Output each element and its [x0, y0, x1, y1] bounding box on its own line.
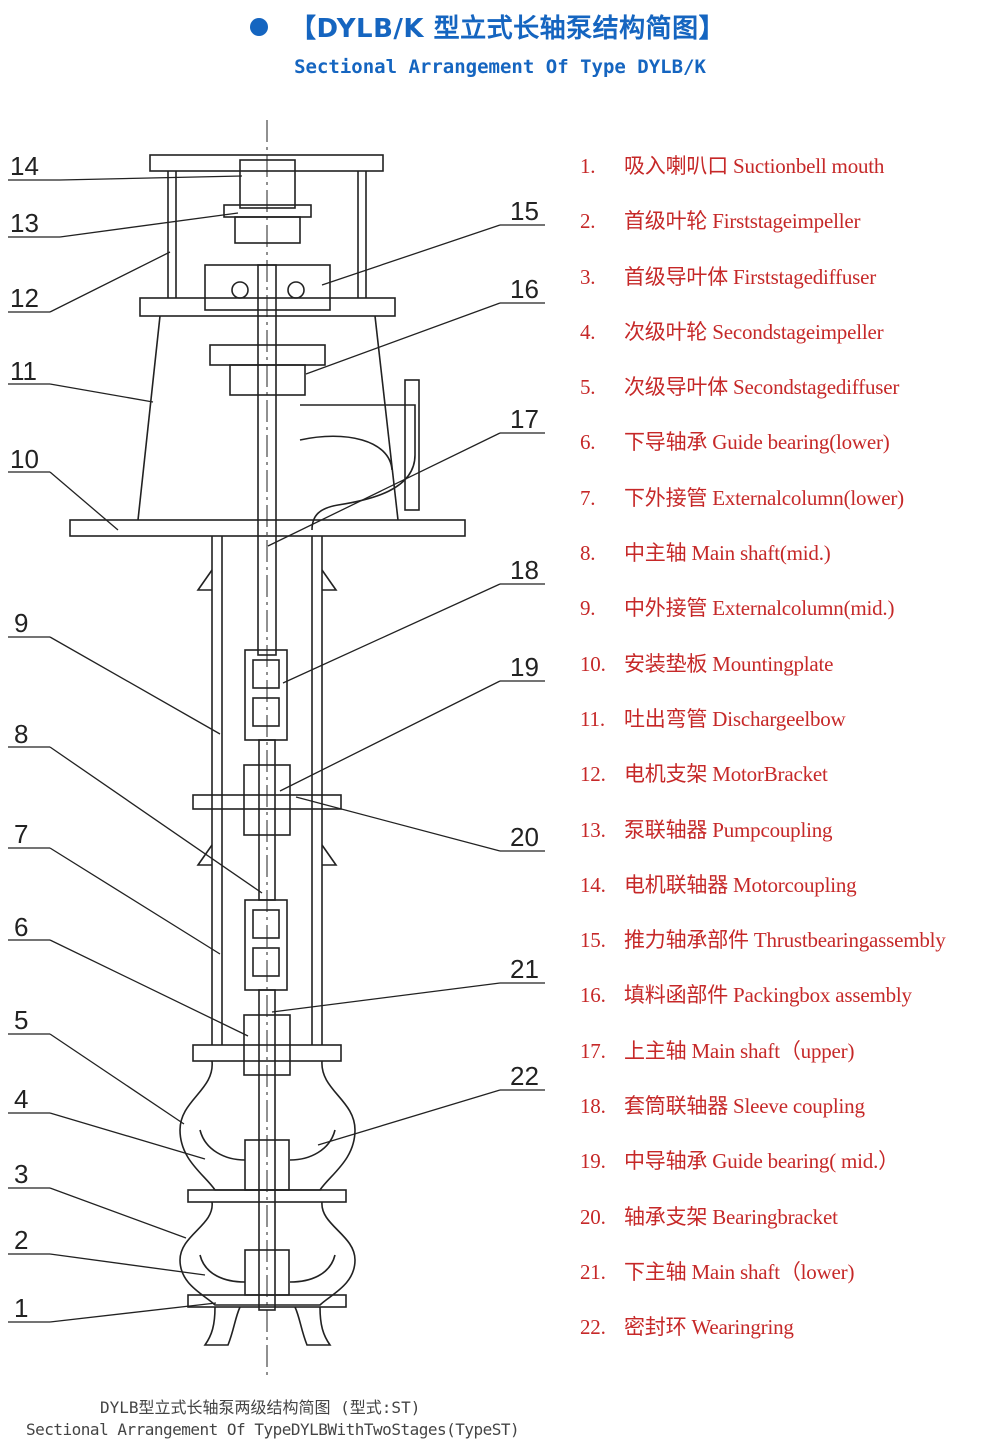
callout-5: 5: [14, 1005, 28, 1035]
legend-item: 7. 下外接管 Externalcolumn(lower): [580, 480, 995, 535]
legend-item: 10. 安装垫板 Mountingplate: [580, 646, 995, 701]
callout-13: 13: [10, 208, 39, 238]
legend-item: 16. 填料函部件 Packingbox assembly: [580, 977, 995, 1032]
title-row: 【DYLB/K 型立式长轴泵结构简图】: [0, 6, 1000, 44]
legend-item-label: 轴承支架 Bearingbracket: [624, 1204, 838, 1229]
drawing-caption-cn: DYLB型立式长轴泵两级结构简图 (型式:ST): [100, 1398, 421, 1417]
legend-item-number: 3.: [580, 264, 596, 289]
legend-item-label: 首级叶轮 Firststageimpeller: [624, 209, 861, 234]
legend-item-label: 上主轴 Main shaft（upper): [624, 1038, 855, 1063]
legend-item: 22. 密封环 Wearingring: [580, 1309, 995, 1364]
legend-item-label: 泵联轴器 Pumpcoupling: [624, 817, 833, 842]
legend-item-number: 20.: [580, 1204, 606, 1229]
bullet-icon: [250, 18, 268, 36]
callout-15: 15: [510, 196, 539, 226]
legend-item-label: 电机联轴器 Motorcoupling: [624, 872, 857, 897]
callout-labels-left: 14 13 12 11 10 9 8 7 6 5 4 3 2 1: [10, 151, 39, 1323]
legend-item: 2. 首级叶轮 Firststageimpeller: [580, 203, 995, 258]
legend-item-label: 中外接管 Externalcolumn(mid.): [624, 596, 895, 621]
legend-item: 21. 下主轴 Main shaft（lower): [580, 1254, 995, 1309]
callout-4: 4: [14, 1084, 28, 1114]
legend-item-number: 11.: [580, 706, 605, 731]
legend-item-label: 中导轴承 Guide bearing( mid.）: [624, 1149, 899, 1174]
legend-item-number: 19.: [580, 1149, 606, 1174]
legend-item-number: 12.: [580, 762, 606, 787]
callout-10: 10: [10, 444, 39, 474]
callout-11: 11: [10, 356, 37, 386]
legend-item: 18. 套筒联轴器 Sleeve coupling: [580, 1088, 995, 1143]
callout-2: 2: [14, 1225, 28, 1255]
legend-item: 8. 中主轴 Main shaft(mid.): [580, 535, 995, 590]
legend-item-number: 5.: [580, 375, 596, 400]
legend-item: 3. 首级导叶体 Firststagediffuser: [580, 259, 995, 314]
legend-item-number: 6.: [580, 430, 596, 455]
legend-item: 11. 吐出弯管 Dischargeelbow: [580, 701, 995, 756]
callout-3: 3: [14, 1159, 28, 1189]
callout-12: 12: [10, 283, 39, 313]
legend-item-number: 9.: [580, 596, 596, 621]
legend-item-label: 次级导叶体 Secondstagediffuser: [624, 375, 900, 400]
legend-item-label: 下主轴 Main shaft（lower): [624, 1259, 855, 1284]
page-subtitle: Sectional Arrangement Of Type DYLB/K: [294, 56, 706, 78]
legend-item: 12. 电机支架 MotorBracket: [580, 756, 995, 811]
legend-item: 6. 下导轴承 Guide bearing(lower): [580, 424, 995, 479]
legend-item: 4. 次级叶轮 Secondstageimpeller: [580, 314, 995, 369]
drawing-caption-en: Sectional Arrangement Of TypeDYLBWithTwo…: [26, 1420, 520, 1439]
legend-item-label: 安装垫板 Mountingplate: [624, 651, 834, 676]
legend-item-label: 套筒联轴器 Sleeve coupling: [624, 1094, 865, 1119]
legend-item-label: 填料函部件 Packingbox assembly: [624, 983, 912, 1008]
legend-item-label: 下导轴承 Guide bearing(lower): [624, 430, 890, 455]
pump-sectional-drawing: 14 13 12 11 10 9 8 7 6 5 4 3 2 1 15 16 1…: [8, 120, 545, 1380]
legend-item: 17. 上主轴 Main shaft（upper): [580, 1033, 995, 1088]
legend-item-number: 13.: [580, 817, 606, 842]
callout-9: 9: [14, 608, 28, 638]
legend-item-label: 中主轴 Main shaft(mid.): [624, 541, 831, 566]
legend-item: 14. 电机联轴器 Motorcoupling: [580, 867, 995, 922]
legend-item-number: 18.: [580, 1094, 606, 1119]
parts-legend: 1. 吸入喇叭口 Suctionbell mouth 2. 首级叶轮 Firstst…: [580, 148, 995, 1365]
legend-item-number: 2.: [580, 209, 596, 234]
callout-16: 16: [510, 274, 539, 304]
legend-item: 5. 次级导叶体 Secondstagediffuser: [580, 369, 995, 424]
legend-item-number: 22.: [580, 1315, 606, 1340]
legend-item-number: 21.: [580, 1259, 606, 1284]
page-title: 【DYLB/K 型立式长轴泵结构简图】: [290, 14, 726, 44]
legend-item-number: 8.: [580, 541, 596, 566]
legend-item: 19. 中导轴承 Guide bearing( mid.）: [580, 1143, 995, 1198]
legend-item-label: 下外接管 Externalcolumn(lower): [624, 485, 904, 510]
legend-item-number: 7.: [580, 485, 596, 510]
legend-item-number: 14.: [580, 872, 606, 897]
legend-item-number: 15.: [580, 928, 606, 953]
callout-22: 22: [510, 1061, 539, 1091]
callout-7: 7: [14, 819, 28, 849]
legend-item: 15. 推力轴承部件 Thrustbearingassembly: [580, 922, 995, 977]
legend-item: 9. 中外接管 Externalcolumn(mid.): [580, 590, 995, 645]
callout-18: 18: [510, 555, 539, 585]
legend-item-label: 推力轴承部件 Thrustbearingassembly: [624, 928, 946, 953]
legend-item-number: 10.: [580, 651, 606, 676]
callout-19: 19: [510, 652, 539, 682]
callout-20: 20: [510, 822, 539, 852]
callout-8: 8: [14, 719, 28, 749]
legend-item-label: 密封环 Wearingring: [624, 1315, 794, 1340]
callout-6: 6: [14, 912, 28, 942]
legend-item: 13. 泵联轴器 Pumpcoupling: [580, 812, 995, 867]
legend-item-number: 1.: [580, 154, 596, 178]
legend-item-label: 首级导叶体 Firststagediffuser: [624, 264, 877, 289]
callout-14: 14: [10, 151, 39, 181]
legend-item-label: 吐出弯管 Dischargeelbow: [624, 706, 846, 731]
callout-17: 17: [510, 404, 539, 434]
callout-1: 1: [14, 1293, 28, 1323]
legend-item-label: 吸入喇叭口 Suctionbell mouth: [624, 154, 885, 178]
legend-item-number: 4.: [580, 319, 596, 344]
legend-item-label: 次级叶轮 Secondstageimpeller: [624, 319, 884, 344]
callout-21: 21: [510, 954, 539, 984]
legend-item: 20. 轴承支架 Bearingbracket: [580, 1199, 995, 1254]
callout-labels-right: 15 16 17 18 19 20 21 22: [510, 196, 539, 1091]
legend-item-number: 17.: [580, 1038, 606, 1063]
legend-item: 1. 吸入喇叭口 Suctionbell mouth: [580, 148, 995, 203]
legend-item-number: 16.: [580, 983, 606, 1008]
legend-item-label: 电机支架 MotorBracket: [624, 762, 828, 787]
